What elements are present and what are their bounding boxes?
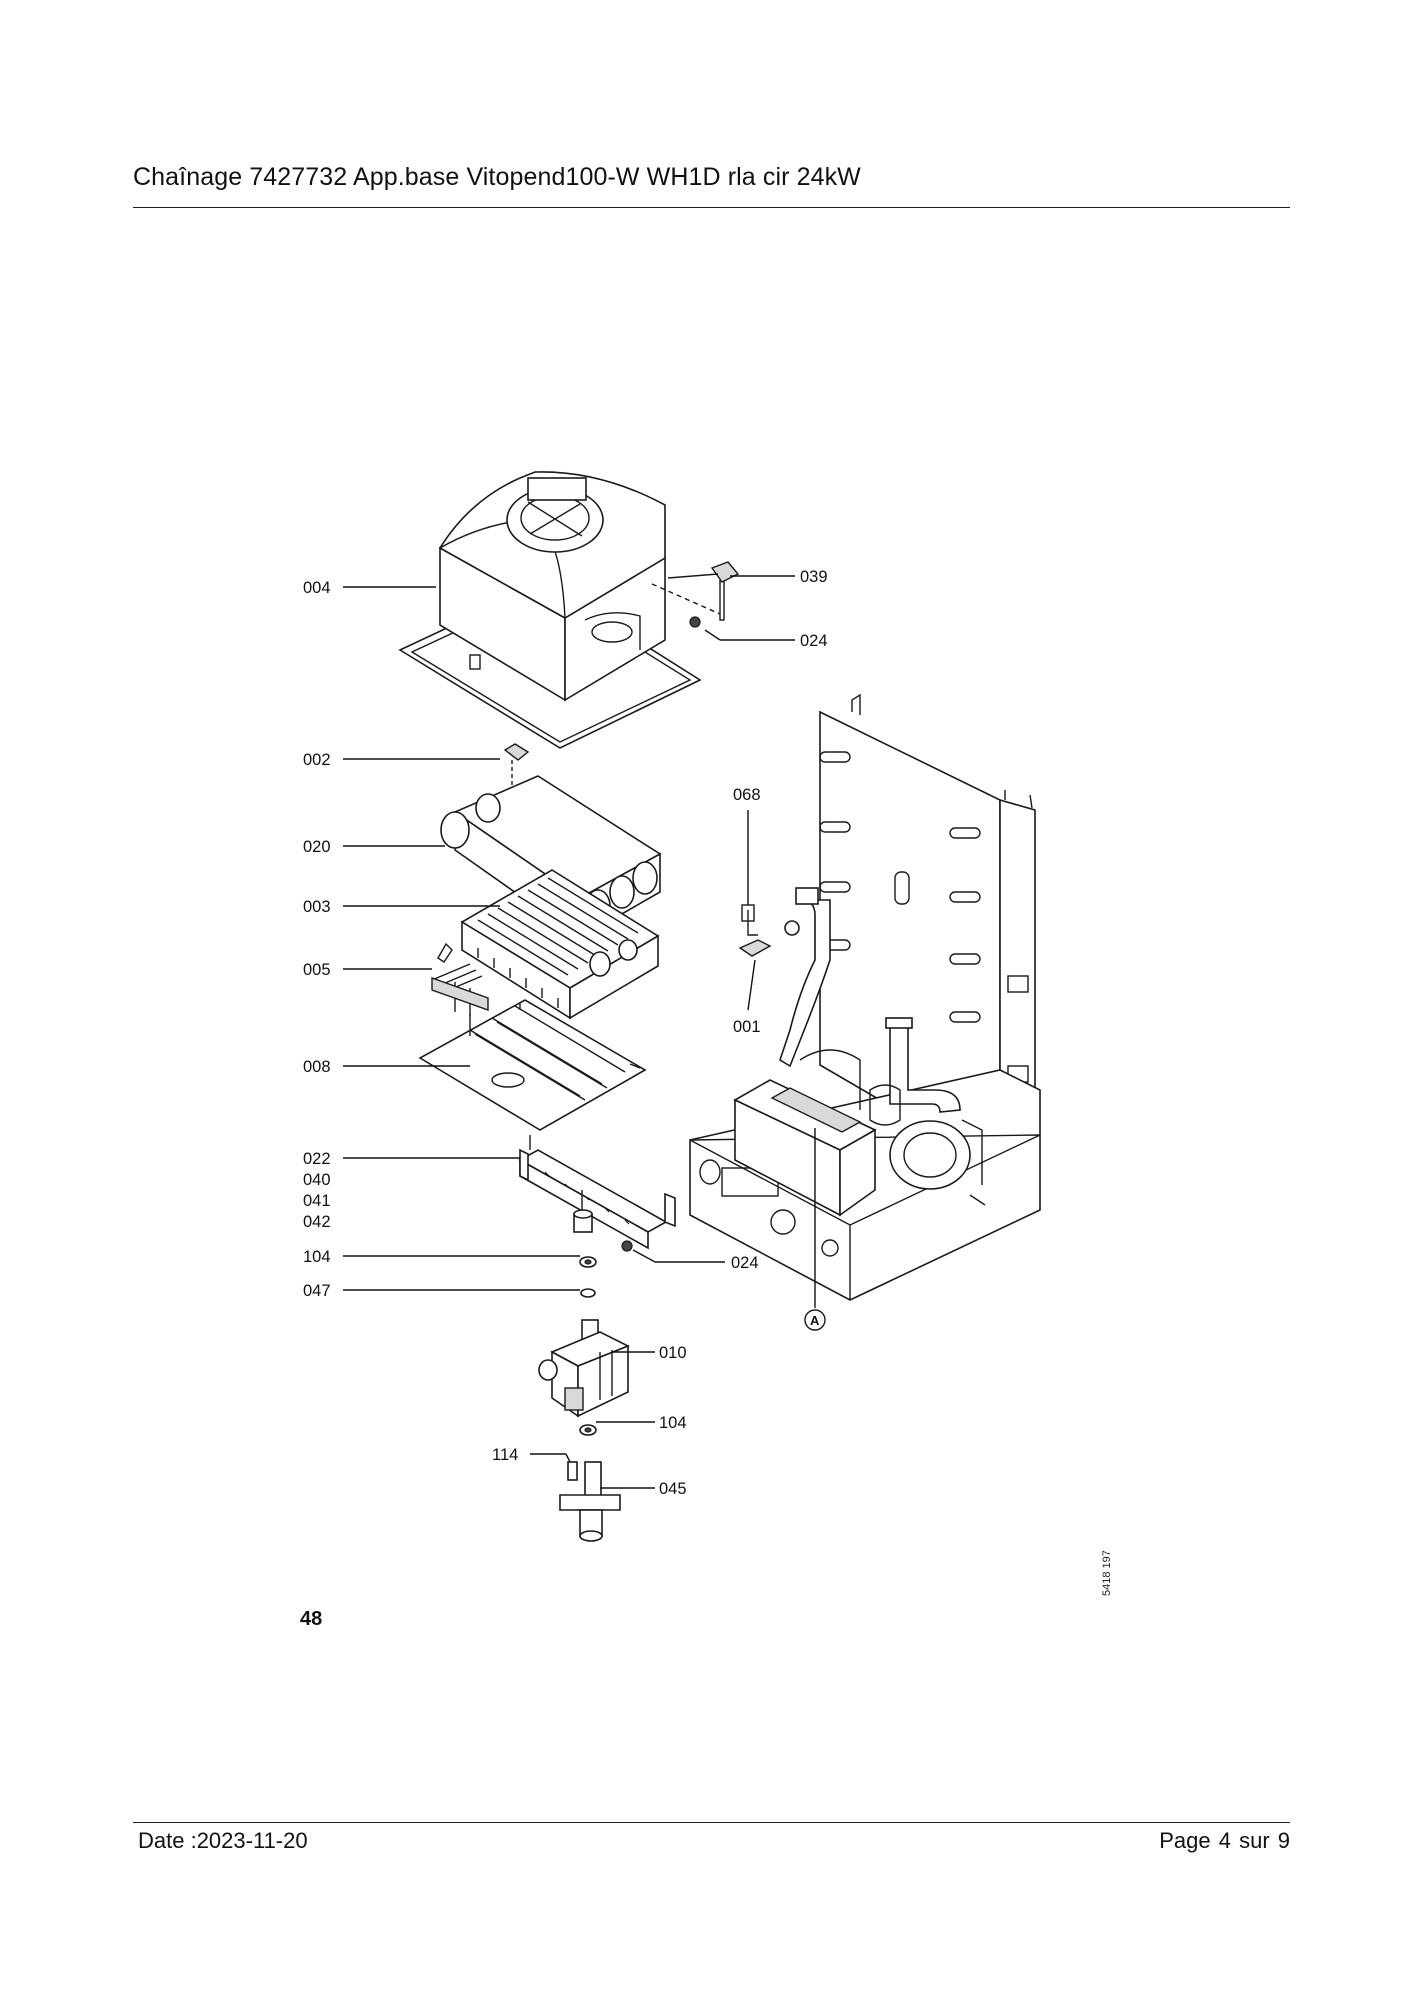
part-024-screw-mid [621, 1240, 633, 1252]
callout-024-top: 024 [800, 632, 828, 650]
callout-114: 114 [492, 1446, 518, 1464]
callout-A: A [810, 1313, 820, 1328]
callout-004: 004 [303, 579, 331, 597]
page-title: Chaînage 7427732 App.base Vitopend100-W … [133, 163, 861, 191]
callout-010: 010 [659, 1344, 687, 1362]
part-003-burner [460, 869, 660, 1020]
callout-022: 022 [303, 1150, 331, 1168]
callout-068: 068 [733, 786, 761, 804]
callout-020: 020 [303, 838, 331, 856]
part-010-gas-valve [538, 1319, 630, 1418]
part-045-gas-connection [559, 1461, 621, 1542]
callout-040: 040 [303, 1171, 331, 1189]
figure-number: 48 [300, 1608, 323, 1630]
callout-104-top: 104 [303, 1248, 331, 1266]
callout-002: 002 [303, 751, 331, 769]
part-104-seal-top [579, 1256, 597, 1268]
callout-039: 039 [800, 568, 828, 586]
callout-008: 008 [303, 1058, 331, 1076]
callout-042: 042 [303, 1213, 331, 1231]
header-divider [133, 207, 1290, 208]
callout-003: 003 [303, 898, 331, 916]
callout-leaders [343, 575, 816, 1489]
part-104-seal-bottom [579, 1424, 597, 1436]
callout-047: 047 [303, 1282, 331, 1300]
callout-045: 045 [659, 1480, 687, 1498]
part-005-electrodes [431, 942, 489, 1016]
part-047-gasket [580, 1288, 596, 1298]
callout-104-bottom: 104 [659, 1414, 687, 1432]
boiler-frame-assembly [689, 693, 1041, 1301]
part-039-sensor [651, 561, 740, 615]
part-004-fan-hood [398, 471, 725, 749]
footer-page-number: Page 4 sur 9 [1159, 1828, 1290, 1853]
callout-041: 041 [303, 1192, 331, 1210]
part-002-limiter [503, 743, 530, 792]
callout-024-mid: 024 [731, 1254, 759, 1272]
callout-005: 005 [303, 961, 331, 979]
footer-date: Date :2023-11-20 [138, 1828, 308, 1853]
part-022-gas-manifold [518, 1135, 676, 1250]
footer-divider [133, 1822, 1290, 1823]
callout-001: 001 [733, 1018, 761, 1036]
figure-reference-code: 5418 197 [1101, 1550, 1113, 1596]
part-024-screw-top [689, 616, 701, 628]
callout-A-marker [804, 1309, 826, 1331]
part-008-burner-tray [418, 999, 647, 1131]
part-114-test-nipple [567, 1461, 578, 1481]
